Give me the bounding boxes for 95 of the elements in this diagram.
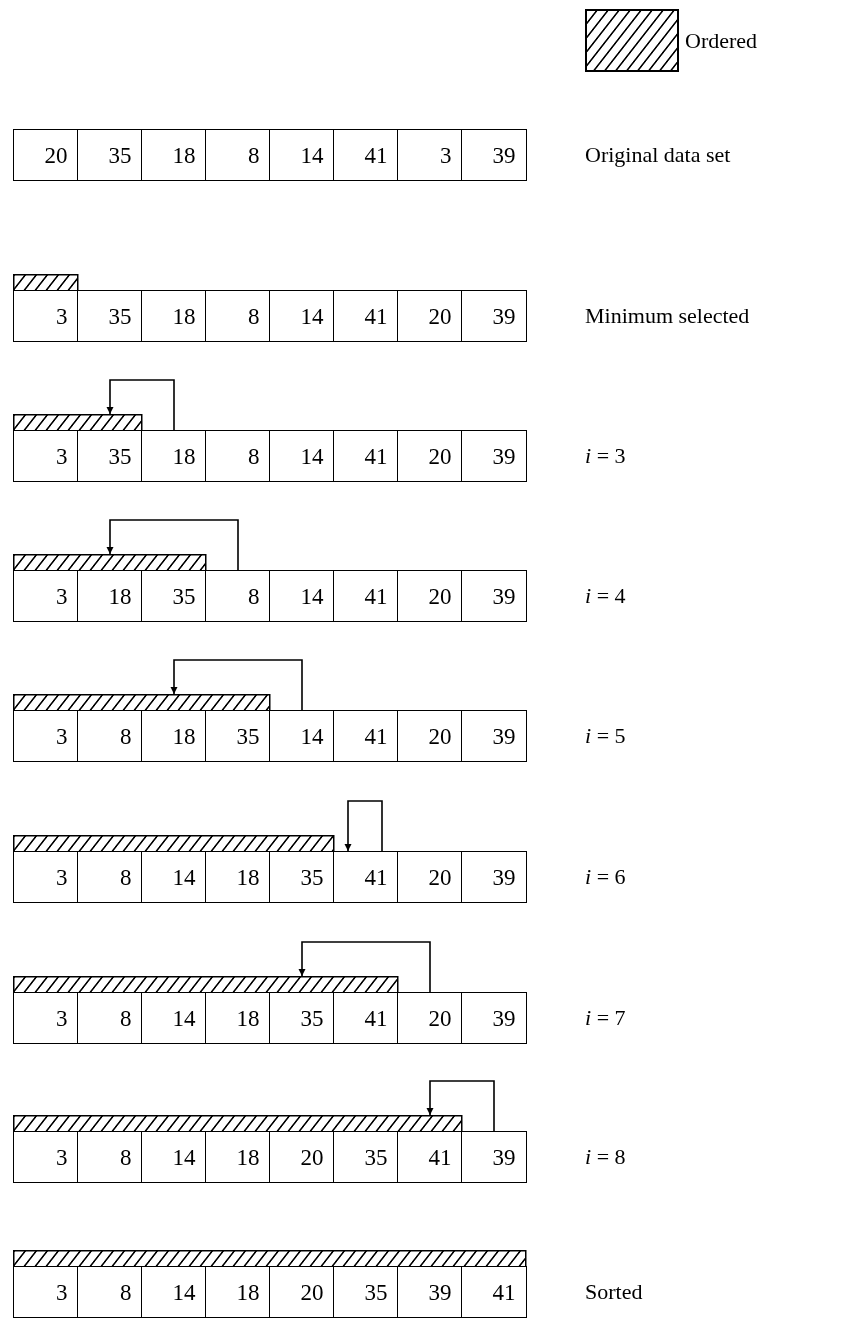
array-cell: 35 — [77, 290, 143, 342]
array-cell: 14 — [141, 851, 207, 903]
array-cell: 39 — [461, 290, 527, 342]
hatched-bar — [13, 1250, 527, 1267]
array-cell: 8 — [77, 851, 143, 903]
array-cell: 14 — [141, 992, 207, 1044]
array-cell: 18 — [141, 290, 207, 342]
array-cell: 39 — [461, 710, 527, 762]
array-cell: 41 — [333, 992, 399, 1044]
array-cell: 35 — [333, 1266, 399, 1318]
array-cell: 8 — [205, 430, 271, 482]
row-label: Minimum selected — [585, 303, 750, 329]
array-cell: 20 — [269, 1266, 335, 1318]
hatched-bar — [13, 694, 271, 711]
row-label: i = 4 — [585, 583, 626, 609]
array-cell: 39 — [461, 851, 527, 903]
array-cell: 41 — [461, 1266, 527, 1318]
hatched-bar — [13, 835, 335, 852]
array-cell: 3 — [13, 570, 79, 622]
array-cell: 35 — [141, 570, 207, 622]
array-cell: 18 — [205, 851, 271, 903]
array-cell: 18 — [141, 129, 207, 181]
hatched-bar — [13, 976, 399, 993]
array-cell: 41 — [333, 851, 399, 903]
arrow — [344, 800, 383, 852]
array-cell: 14 — [141, 1266, 207, 1318]
array-cell: 35 — [269, 992, 335, 1044]
array-cell: 41 — [333, 570, 399, 622]
array-cell: 20 — [397, 290, 463, 342]
array-cell: 14 — [269, 570, 335, 622]
row-label: Sorted — [585, 1279, 643, 1305]
array-cell: 20 — [397, 710, 463, 762]
array-cell: 3 — [13, 1266, 79, 1318]
hatched-bar — [13, 1115, 463, 1132]
array-cell: 8 — [77, 1266, 143, 1318]
array-cell: 3 — [13, 430, 79, 482]
array-cell: 14 — [269, 129, 335, 181]
array-cell: 39 — [461, 570, 527, 622]
array-cell: 20 — [397, 430, 463, 482]
array-cell: 39 — [461, 992, 527, 1044]
array-cell: 14 — [269, 290, 335, 342]
array-cell: 35 — [333, 1131, 399, 1183]
row-label: Original data set — [585, 142, 731, 168]
array-cell: 3 — [397, 129, 463, 181]
array-cell: 8 — [77, 1131, 143, 1183]
array-cell: 35 — [77, 129, 143, 181]
array-cell: 35 — [77, 430, 143, 482]
array-cell: 41 — [333, 710, 399, 762]
array-cell: 18 — [205, 992, 271, 1044]
array-cell: 20 — [397, 992, 463, 1044]
array-cell: 3 — [13, 992, 79, 1044]
array-cell: 35 — [269, 851, 335, 903]
hatched-bar — [13, 554, 207, 571]
array-cell: 18 — [205, 1266, 271, 1318]
array-cell: 3 — [13, 710, 79, 762]
row-label: i = 6 — [585, 864, 626, 890]
array-cell: 35 — [205, 710, 271, 762]
arrow — [298, 941, 431, 993]
array-cell: 39 — [461, 129, 527, 181]
array-cell: 18 — [141, 710, 207, 762]
array-cell: 20 — [13, 129, 79, 181]
array-cell: 39 — [461, 1131, 527, 1183]
array-cell: 14 — [269, 430, 335, 482]
arrow — [170, 659, 303, 711]
array-cell: 39 — [461, 430, 527, 482]
row-label: i = 7 — [585, 1005, 626, 1031]
legend-label: Ordered — [685, 29, 758, 52]
array-cell: 3 — [13, 290, 79, 342]
array-cell: 20 — [269, 1131, 335, 1183]
array-cell: 8 — [205, 129, 271, 181]
array-cell: 41 — [397, 1131, 463, 1183]
row-label: i = 3 — [585, 443, 626, 469]
array-cell: 14 — [141, 1131, 207, 1183]
row-label: i = 8 — [585, 1144, 626, 1170]
array-cell: 18 — [141, 430, 207, 482]
array-cell: 41 — [333, 290, 399, 342]
hatched-bar — [13, 414, 143, 431]
array-cell: 3 — [13, 1131, 79, 1183]
array-cell: 41 — [333, 129, 399, 181]
array-cell: 20 — [397, 570, 463, 622]
arrow — [106, 379, 175, 431]
array-cell: 18 — [77, 570, 143, 622]
array-cell: 8 — [205, 570, 271, 622]
array-cell: 8 — [205, 290, 271, 342]
array-cell: 3 — [13, 851, 79, 903]
array-cell: 14 — [269, 710, 335, 762]
row-label: i = 5 — [585, 723, 626, 749]
array-cell: 39 — [397, 1266, 463, 1318]
array-cell: 20 — [397, 851, 463, 903]
arrow — [426, 1080, 495, 1132]
array-cell: 8 — [77, 710, 143, 762]
array-cell: 41 — [333, 430, 399, 482]
array-cell: 8 — [77, 992, 143, 1044]
arrow — [106, 519, 239, 571]
array-cell: 18 — [205, 1131, 271, 1183]
